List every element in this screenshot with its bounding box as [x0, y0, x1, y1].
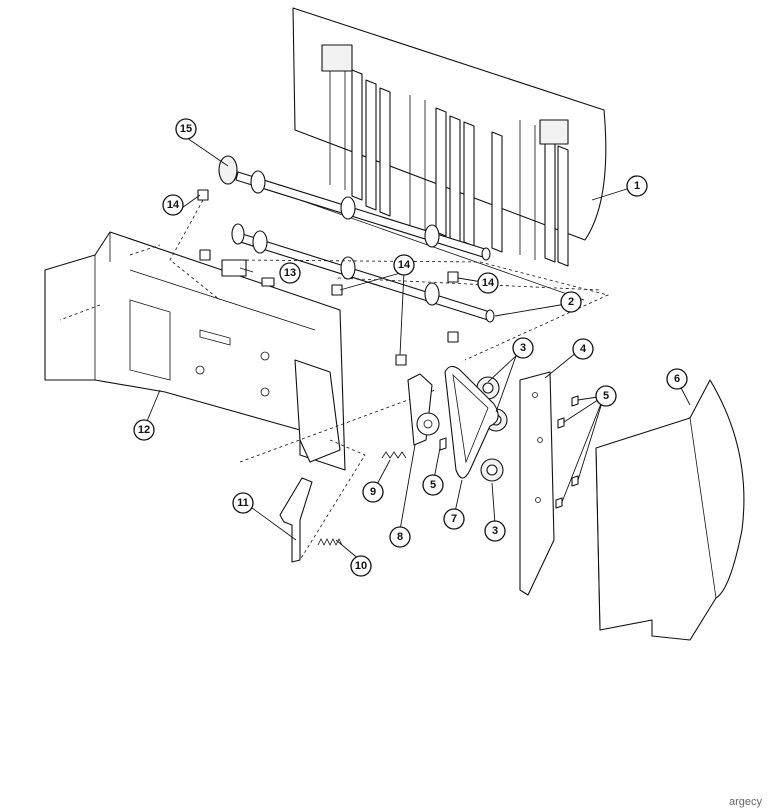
svg-text:13: 13 — [284, 267, 296, 279]
paper-guide-plate — [292, 7, 607, 301]
assembly-guide-lines — [169, 199, 610, 561]
sensor — [221, 259, 275, 287]
lower-roller-shaft — [231, 223, 495, 323]
drive-belt — [444, 365, 499, 479]
svg-text:10: 10 — [355, 560, 367, 572]
callout-5-left: 5 — [422, 474, 444, 496]
svg-text:6: 6 — [674, 373, 680, 385]
svg-text:4: 4 — [580, 343, 587, 355]
callout-2: 2 — [560, 291, 582, 313]
callout-14-right: 14 — [477, 272, 499, 294]
callout-4: 4 — [572, 338, 594, 360]
callout-1: 1 — [626, 175, 648, 197]
svg-text:12: 12 — [138, 424, 150, 436]
callout-14-left: 14 — [162, 194, 184, 216]
svg-text:14: 14 — [482, 277, 495, 289]
callout-3-upper: 3 — [512, 337, 534, 359]
svg-text:5: 5 — [430, 479, 436, 491]
svg-text:1: 1 — [634, 180, 640, 192]
watermark: argecy — [728, 796, 762, 808]
callout-8: 8 — [389, 526, 411, 548]
small-spring — [381, 451, 407, 459]
long-spring — [317, 538, 343, 546]
callout-7: 7 — [443, 508, 465, 530]
screws — [439, 395, 579, 509]
side-bracket-plate — [519, 371, 555, 596]
leader-lines — [144, 137, 691, 561]
svg-text:7: 7 — [451, 513, 457, 525]
callout-5-right: 5 — [595, 385, 617, 407]
svg-text:14: 14 — [167, 199, 180, 211]
svg-text:2: 2 — [568, 296, 574, 308]
callout-15: 15 — [175, 118, 197, 140]
main-frame — [44, 231, 346, 471]
side-cover — [595, 379, 745, 641]
callout-11: 11 — [232, 492, 254, 514]
callout-14-center: 14 — [393, 254, 415, 276]
callout-12: 12 — [133, 419, 155, 441]
idler-arm — [407, 373, 440, 446]
callout-13: 13 — [279, 262, 301, 284]
svg-text:3: 3 — [520, 342, 526, 354]
svg-text:15: 15 — [180, 123, 192, 135]
callout-6: 6 — [666, 368, 688, 390]
svg-text:9: 9 — [370, 486, 376, 498]
bushings — [197, 189, 459, 366]
callout-10: 10 — [350, 555, 372, 577]
svg-text:8: 8 — [397, 531, 403, 543]
svg-text:3: 3 — [492, 525, 498, 537]
callout-3-lower: 3 — [484, 520, 506, 542]
svg-text:5: 5 — [603, 390, 609, 402]
callout-9: 9 — [362, 481, 384, 503]
lever — [279, 477, 313, 563]
svg-text:11: 11 — [237, 497, 249, 509]
svg-text:14: 14 — [398, 259, 411, 271]
upper-roller-shaft — [218, 155, 491, 261]
